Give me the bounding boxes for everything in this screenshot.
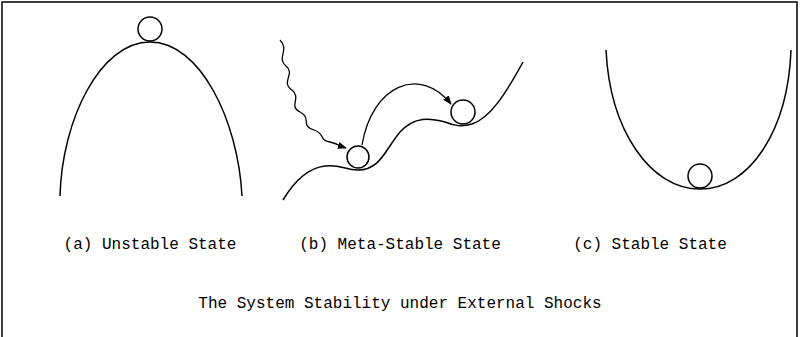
- well-curve: [283, 62, 523, 200]
- ball: [347, 146, 369, 168]
- ball: [688, 164, 712, 188]
- shock-arrow: [280, 40, 346, 148]
- state-label: (c) Stable State: [573, 236, 727, 255]
- figure-caption: The System Stability under External Shoc…: [198, 295, 601, 314]
- hill-curve: [60, 42, 242, 196]
- state-label: (a) Unstable State: [64, 236, 237, 255]
- transition-arrow: [362, 84, 451, 145]
- ball: [451, 100, 475, 124]
- valley-curve: [606, 50, 791, 189]
- state-label: (b) Meta-Stable State: [299, 236, 501, 255]
- ball: [138, 17, 162, 41]
